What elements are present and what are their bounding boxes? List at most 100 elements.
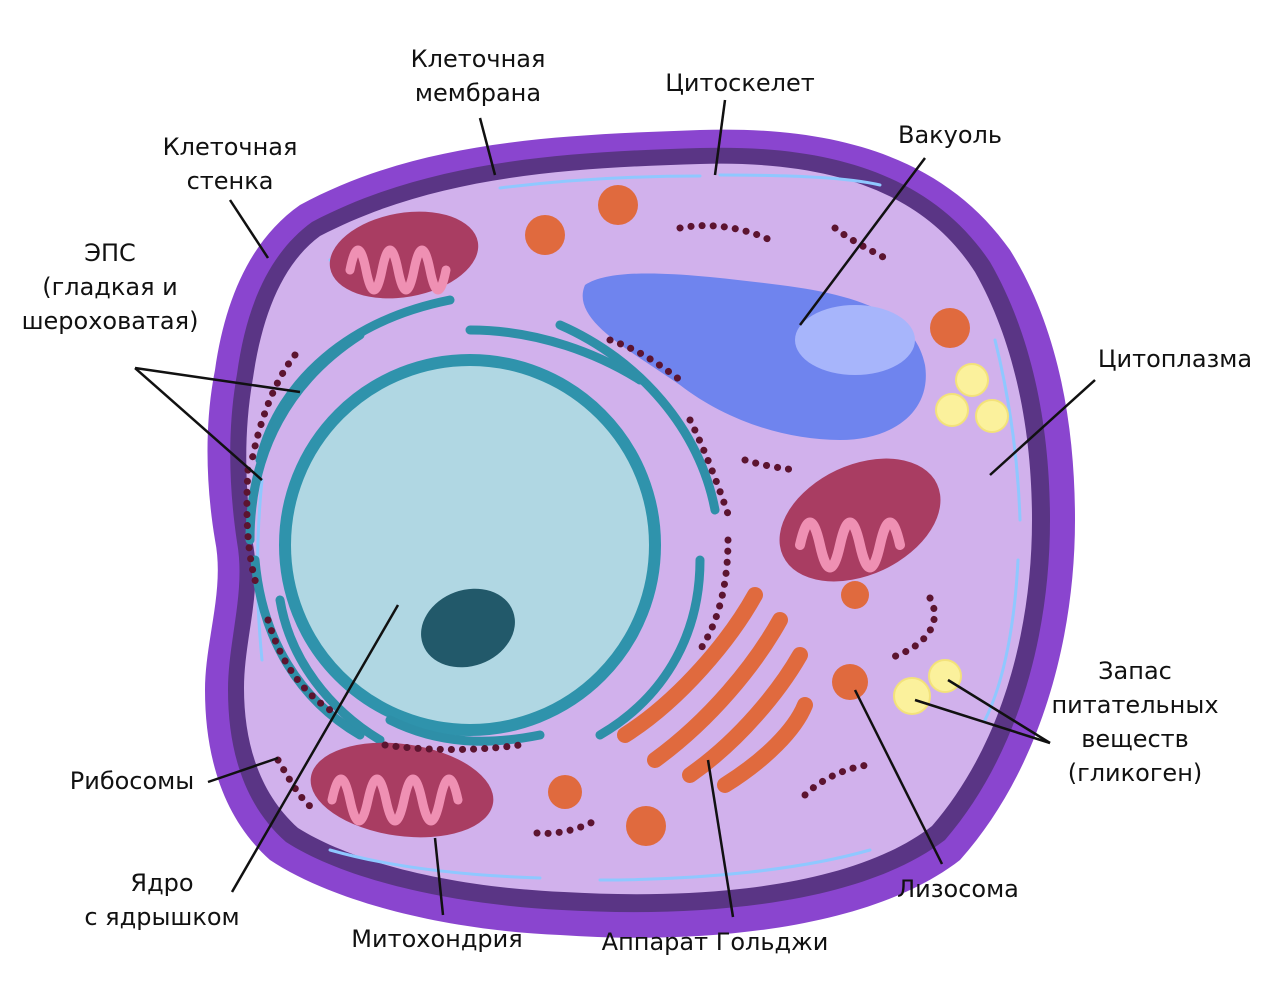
lysosome <box>930 308 970 348</box>
mitochondrion-cristae <box>345 245 451 295</box>
label-line: Рибосомы <box>69 767 195 795</box>
leader-line-er-1 <box>134 366 301 394</box>
cytoskeleton-filament <box>993 338 1022 522</box>
label-line: питательных <box>1051 691 1219 719</box>
cytoskeleton-filament <box>983 558 1020 722</box>
ribosome-chain <box>741 456 799 474</box>
label-line: веществ <box>1081 725 1189 753</box>
label-lysosome: Лизосома <box>897 872 1019 906</box>
mitochondrion-bottom <box>310 742 494 838</box>
leader-line-mitochondrion <box>433 837 445 916</box>
ribosome-chain <box>533 814 604 837</box>
er-segment <box>250 555 365 740</box>
glycogen-granules <box>893 363 1009 715</box>
ribosome-chain <box>886 594 938 662</box>
leader-line-wall <box>228 199 270 259</box>
label-line: (гликоген) <box>1067 759 1203 787</box>
label-line: Клеточная <box>162 133 298 161</box>
leader-line-storage-1 <box>947 678 1051 745</box>
lysosome <box>598 185 638 225</box>
vacuole <box>582 273 926 440</box>
ribosome-chain <box>801 761 872 799</box>
endoplasmic-reticulum <box>245 295 720 746</box>
mitochondrion-cristae <box>327 774 463 826</box>
nucleus-body <box>280 355 660 735</box>
ribosome-chain <box>381 741 524 753</box>
label-line: Лизосома <box>897 875 1019 903</box>
lysosome <box>548 775 582 809</box>
label-line: Запас <box>1098 657 1172 685</box>
nucleolus <box>421 588 515 668</box>
label-line: с ядрышком <box>84 903 240 931</box>
leader-line-golgi <box>706 759 735 918</box>
lysosome <box>841 581 869 609</box>
cytoskeleton-filament <box>498 174 702 190</box>
label-er: ЭПС (гладкая и шероховатая) <box>22 236 199 338</box>
ribosome-chain <box>676 222 774 244</box>
golgi-cisterna <box>717 697 813 793</box>
ribosome-chain <box>243 466 262 594</box>
er-segment <box>245 330 365 545</box>
cytoskeleton-filament <box>718 173 882 187</box>
label-line: стенка <box>186 167 274 195</box>
lysosome <box>832 664 868 700</box>
label-ribosomes: Рибосомы <box>70 764 195 798</box>
label-line: Вакуоль <box>897 121 1003 149</box>
mitochondrion-cristae <box>795 517 905 573</box>
leader-line-lysosome <box>853 689 944 865</box>
label-line: Клеточная <box>410 45 546 73</box>
leader-line-cytoskeleton <box>713 99 727 176</box>
leader-line-vacuole <box>798 157 927 326</box>
label-cell-membrane: Клеточная мембрана <box>411 42 546 110</box>
er-segment <box>385 715 545 746</box>
glycogen-granule <box>975 399 1009 433</box>
lysosomes <box>525 185 970 846</box>
glycogen-granule <box>928 659 962 693</box>
label-golgi: Аппарат Гольджи <box>602 925 829 959</box>
label-vacuole: Вакуоль <box>898 118 1002 152</box>
label-line: Цитоплазма <box>1097 345 1253 373</box>
label-line: ЭПС <box>84 239 136 267</box>
leader-line-nucleus <box>230 604 400 893</box>
ribosome-chain <box>264 616 334 714</box>
leader-line-cytoplasm <box>989 379 1096 476</box>
ribosome-chain <box>274 756 319 814</box>
ribosome-chain <box>696 536 732 654</box>
label-line: Цитоскелет <box>665 69 815 97</box>
ribosome-chain <box>606 336 684 384</box>
label-line: шероховатая) <box>21 307 199 335</box>
ribosome-chain <box>248 351 299 464</box>
er-segment <box>555 320 720 515</box>
er-segment <box>275 595 385 745</box>
mitochondrion-right <box>779 458 941 582</box>
nucleus <box>279 354 661 736</box>
golgi-cisterna <box>682 647 808 783</box>
er-segment <box>595 555 705 740</box>
label-line: Ядро <box>130 869 194 897</box>
lysosome <box>626 806 666 846</box>
leader-line-storage-2 <box>914 698 1051 745</box>
label-line: Митохондрия <box>351 925 523 953</box>
leader-lines <box>134 99 1096 918</box>
cytoskeleton-filament <box>598 848 872 882</box>
ribosome-chain <box>686 416 734 524</box>
golgi-apparatus <box>617 587 813 793</box>
label-line: (гладкая и <box>42 273 178 301</box>
label-nutrient-storage: Запас питательных веществ (гликоген) <box>1051 654 1218 790</box>
label-cytoskeleton: Цитоскелет <box>665 66 814 100</box>
leader-line-membrane <box>478 117 497 176</box>
glycogen-granule <box>893 677 931 715</box>
er-segment <box>465 325 645 385</box>
vacuole-highlight <box>795 305 915 375</box>
label-mitochondrion: Митохондрия <box>351 922 522 956</box>
mitochondrion-top <box>329 211 479 299</box>
label-nucleus: Ядро с ядрышком <box>84 866 239 934</box>
label-line: Аппарат Гольджи <box>601 928 829 956</box>
golgi-cisterna <box>647 612 788 768</box>
label-cytoplasm: Цитоплазма <box>1098 342 1252 376</box>
glycogen-granule <box>955 363 989 397</box>
golgi-cisterna <box>617 587 763 743</box>
label-cell-wall: Клеточная стенка <box>163 130 298 198</box>
